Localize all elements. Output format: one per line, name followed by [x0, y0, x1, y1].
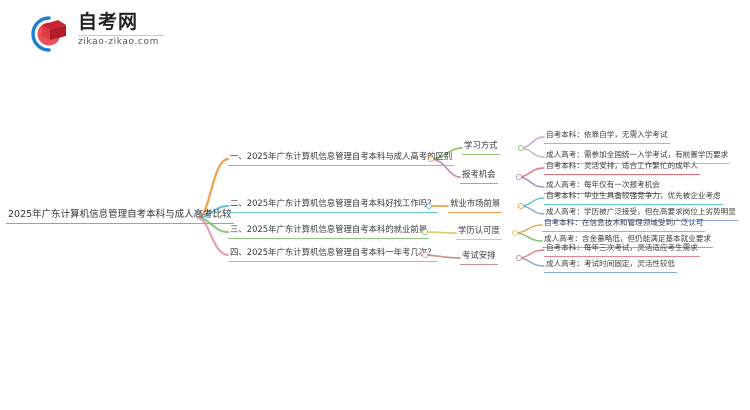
leaf-node-1-1-a[interactable]: 自考本科：依靠自学，无需入学考试 [544, 129, 670, 144]
leaf-1-2-b-label: 成人高考：每年仅有一次报考机会 [546, 180, 660, 189]
leaf-node-3-1-b[interactable]: 成人高考：含金量略低，但仍能满足基本就业要求 [542, 233, 714, 248]
branch-node-3[interactable]: 三、2025年广东计算机信息管理自考本科的就业前景 [228, 223, 430, 239]
root-label: 2025年广东计算机信息管理自考本科与成人高考比较 [8, 209, 232, 220]
leaf-3-1-b-label: 成人高考：含金量略低，但仍能满足基本就业要求 [544, 234, 712, 243]
leaf-node-3-1-a[interactable]: 自考本科：在信息技术和管理领域受到广泛认可 [542, 217, 706, 232]
branch-4-collapse-dot[interactable] [422, 252, 428, 258]
subtopic-4-1-label: 考试安排 [462, 250, 496, 260]
subtopic-1-2-dot[interactable] [516, 174, 522, 180]
subtopic-2-1-label: 就业市场前景 [450, 198, 501, 208]
site-logo[interactable]: 自考网 zikao-zikao.com [22, 10, 172, 58]
subtopic-node-degree-recognition[interactable]: 学历认可度 [456, 224, 502, 240]
branch-4-label: 四、2025年广东计算机信息管理自考本科一年考几次？ [230, 247, 436, 257]
leaf-3-1-a-label: 自考本科：在信息技术和管理领域受到广泛认可 [544, 218, 704, 227]
subtopic-3-1-dot[interactable] [512, 230, 518, 236]
branch-node-2[interactable]: 二、2025年广东计算机信息管理自考本科好找工作吗？ [228, 197, 438, 213]
logo-cn-name: 自考网 [78, 11, 139, 33]
mindmap-root-node[interactable]: 2025年广东计算机信息管理自考本科与成人高考比较 [6, 206, 234, 224]
branch-node-1[interactable]: 一、2025年广东计算机信息管理自考本科与成人高考的区别 [228, 150, 455, 166]
subtopic-node-exam-chance[interactable]: 报考机会 [460, 168, 498, 184]
branch-1-collapse-dot[interactable] [428, 156, 434, 162]
branch-2-collapse-dot[interactable] [426, 203, 432, 209]
leaf-node-1-1-b[interactable]: 成人高考：需参加全国统一入学考试，有前置学历要求 [544, 149, 731, 164]
branch-3-label: 三、2025年广东计算机信息管理自考本科的就业前景 [230, 224, 428, 234]
branch-3-collapse-dot[interactable] [422, 229, 428, 235]
subtopic-1-1-label: 学习方式 [464, 140, 498, 150]
leaf-node-4-1-b[interactable]: 成人高考：考试时间固定，灵活性较低 [544, 258, 678, 273]
leaf-2-1-a-label: 自考本科：毕业生具备较强竞争力，优先被企业考虑 [546, 191, 721, 200]
subtopic-3-1-label: 学历认可度 [458, 225, 500, 235]
leaf-4-1-b-label: 成人高考：考试时间固定，灵活性较低 [546, 259, 676, 268]
leaf-node-2-1-a[interactable]: 自考本科：毕业生具备较强竞争力，优先被企业考虑 [544, 190, 723, 205]
subtopic-node-exam-schedule[interactable]: 考试安排 [460, 249, 498, 265]
leaf-node-4-1-a[interactable]: 自考本科：每年三次考试，灵活适应考生需求 [544, 242, 700, 257]
leaf-node-2-1-b[interactable]: 成人高考：学历被广泛接受，但在高要求岗位上劣势明显 [544, 206, 738, 221]
leaf-node-1-2-a[interactable]: 自考本科：灵活安排，适合工作繁忙的成年人 [544, 160, 700, 175]
subtopic-1-2-label: 报考机会 [462, 169, 496, 179]
branch-node-4[interactable]: 四、2025年广东计算机信息管理自考本科一年考几次？ [228, 246, 438, 262]
logo-divider [78, 35, 164, 36]
leaf-1-2-a-label: 自考本科：灵活安排，适合工作繁忙的成年人 [546, 161, 698, 170]
subtopic-2-1-dot[interactable] [518, 203, 524, 209]
branch-2-label: 二、2025年广东计算机信息管理自考本科好找工作吗？ [230, 198, 436, 208]
leaf-1-1-b-label: 成人高考：需参加全国统一入学考试，有前置学历要求 [546, 150, 729, 159]
logo-domain: zikao-zikao.com [78, 37, 159, 47]
subtopic-1-1-dot[interactable] [518, 145, 524, 151]
subtopic-4-1-dot[interactable] [516, 255, 522, 261]
leaf-node-1-2-b[interactable]: 成人高考：每年仅有一次报考机会 [544, 179, 662, 194]
leaf-1-1-a-label: 自考本科：依靠自学，无需入学考试 [546, 130, 668, 139]
subtopic-node-job-market[interactable]: 就业市场前景 [448, 197, 503, 213]
subtopic-node-study-method[interactable]: 学习方式 [462, 139, 500, 155]
leaf-4-1-a-label: 自考本科：每年三次考试，灵活适应考生需求 [546, 243, 698, 252]
leaf-2-1-b-label: 成人高考：学历被广泛接受，但在高要求岗位上劣势明显 [546, 207, 736, 216]
graduation-cap-icon [22, 12, 72, 54]
branch-1-label: 一、2025年广东计算机信息管理自考本科与成人高考的区别 [230, 151, 453, 161]
logo-wordmark: 自考网 zikao-zikao.com [78, 12, 164, 48]
